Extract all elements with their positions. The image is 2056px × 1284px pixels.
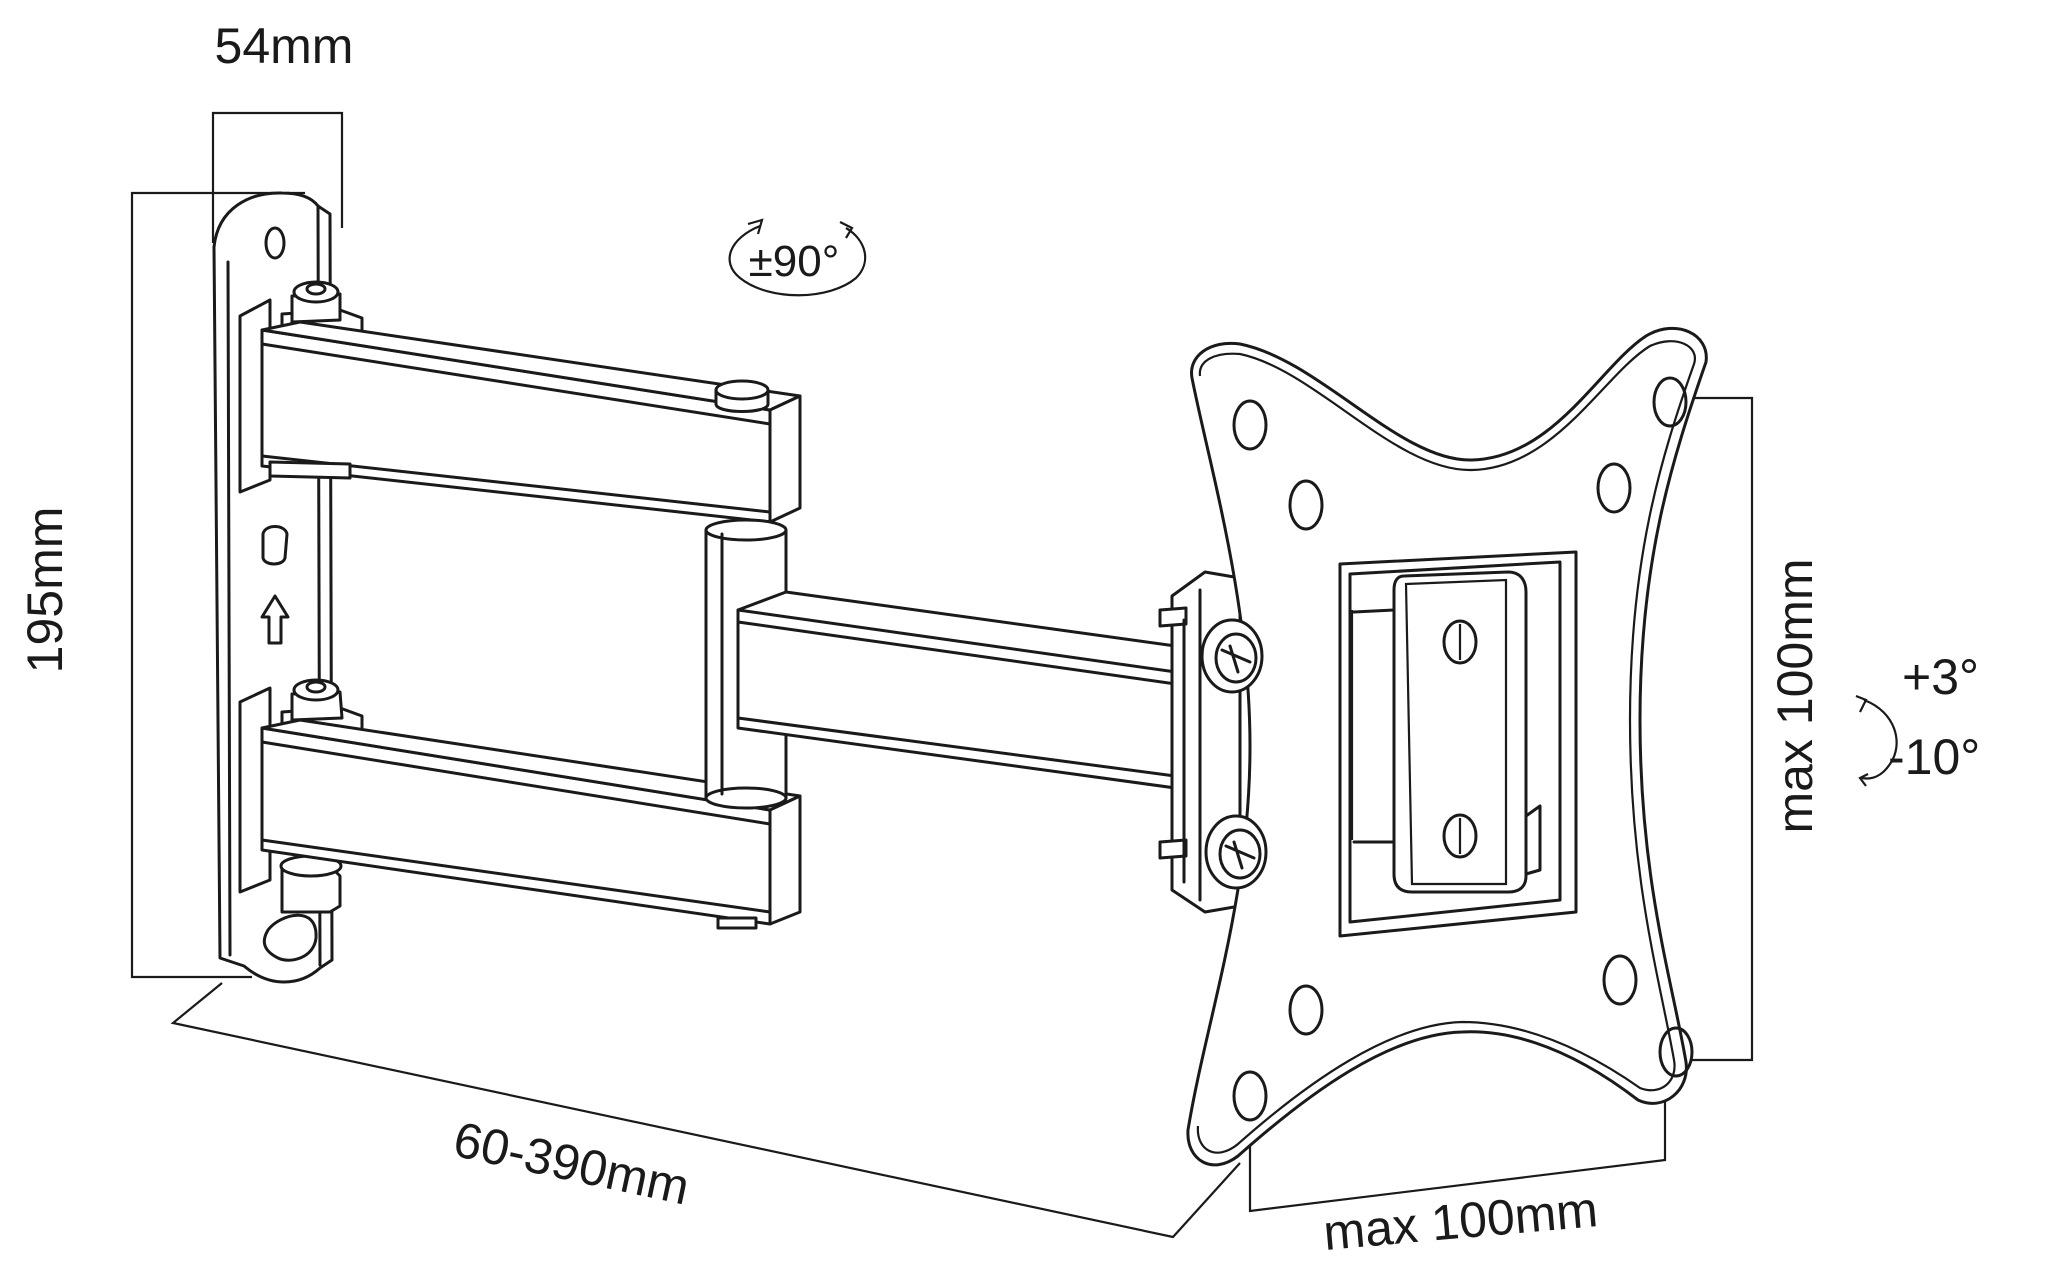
- depth-label: 54mm: [215, 18, 354, 74]
- vesa-hole: [1602, 954, 1638, 1006]
- vesa-hole: [1288, 479, 1324, 531]
- tilt-down-label: -10°: [1888, 729, 1980, 785]
- tilt-icon: [1855, 694, 1898, 787]
- bottom-nut: [279, 854, 343, 914]
- vesa-hole: [1596, 462, 1632, 514]
- tilt-up-label: +3°: [1902, 649, 1979, 705]
- vesa-vertical-dimension-line: [1692, 396, 1754, 1062]
- lower-screw: [1204, 814, 1268, 890]
- dimension-lines: [130, 111, 1754, 1239]
- vesa-hole: [1652, 376, 1688, 428]
- vesa-vertical-label: max 100mm: [1767, 558, 1823, 833]
- front-arm: [736, 590, 1192, 792]
- rotation-label: ±90°: [749, 237, 840, 286]
- vesa-hole: [1232, 399, 1268, 451]
- vesa-hole: [1232, 1070, 1268, 1122]
- extension-dimension-line: [170, 982, 1241, 1239]
- rotation-icon: [728, 218, 867, 297]
- lower-arm: [260, 718, 802, 930]
- upper-arm-hinge: [268, 460, 352, 480]
- vesa-horizontal-label: max 100mm: [1321, 1181, 1600, 1261]
- upper-screw: [1200, 618, 1264, 694]
- centre-bracket: [1338, 550, 1578, 938]
- height-label: 195mm: [17, 507, 73, 674]
- height-dimension-line: [130, 191, 305, 979]
- vesa-hole: [1658, 1026, 1694, 1078]
- depth-dimension-line: [211, 111, 344, 243]
- vesa-hole: [1288, 984, 1324, 1036]
- upper-arm: [260, 320, 802, 524]
- vesa-horizontal-dimension-line: [1248, 1072, 1667, 1213]
